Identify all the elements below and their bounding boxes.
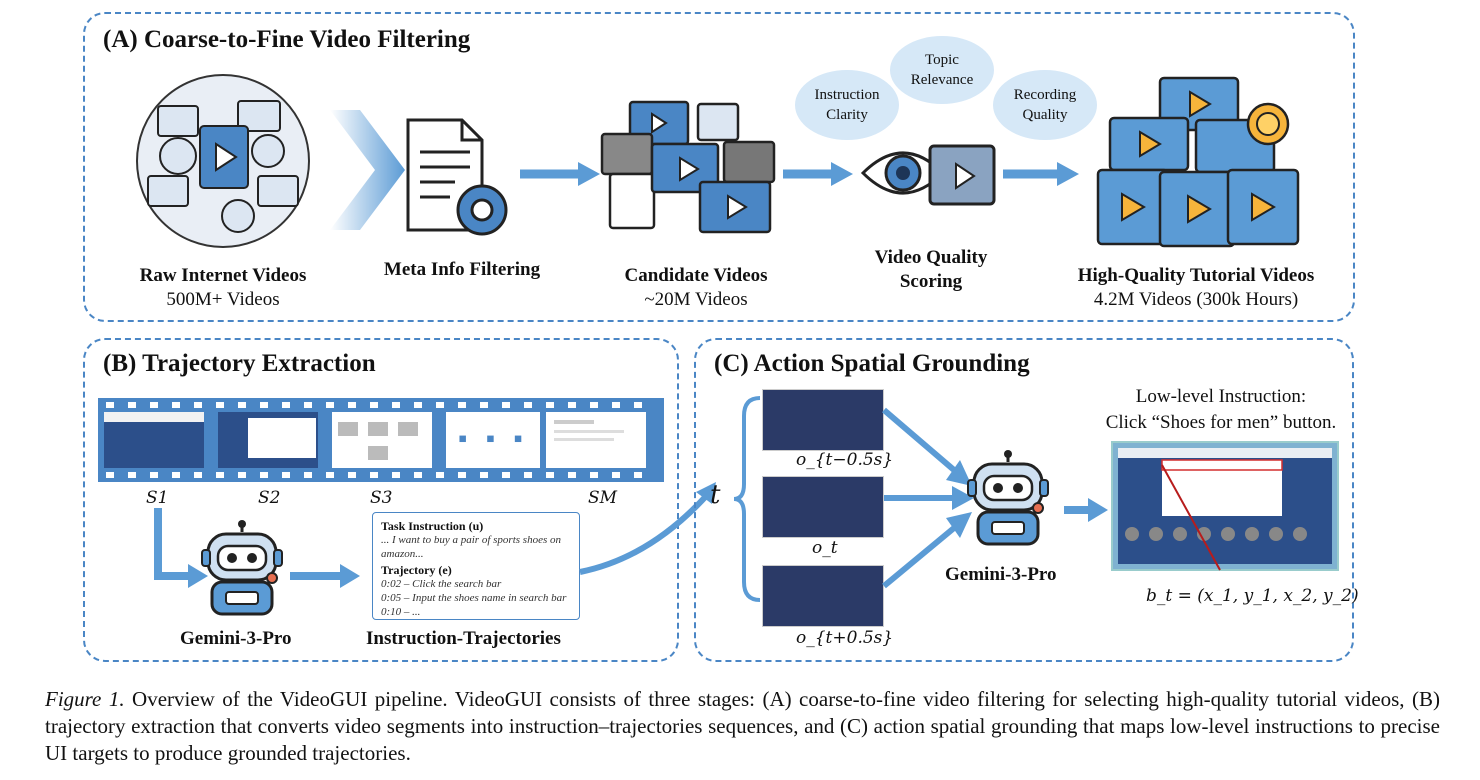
arrow-a3	[1003, 162, 1079, 186]
stage-hq-sub: 4.2M Videos (300k Hours)	[1093, 289, 1299, 310]
funnel-arrow-icon	[330, 110, 405, 230]
stage-raw-label: Raw Internet Videos 500M+ Videos	[118, 264, 328, 312]
stage-scoring-label: Video Quality Scoring	[846, 246, 1016, 294]
high-quality-videos-icon	[1096, 76, 1300, 248]
trajectory-document: Task Instruction (u) ... I want to buy a…	[372, 512, 580, 620]
output-label-b: Instruction-Trajectories	[366, 628, 561, 649]
arrow-b2	[290, 564, 360, 588]
panel-b-title: (B) Trajectory Extraction	[103, 350, 376, 377]
arrow-b1	[154, 508, 208, 588]
film-strip	[98, 398, 664, 482]
stage-scoring-name: Video Quality	[874, 247, 988, 268]
document-gear-icon	[406, 118, 508, 236]
task-instruction-text: ... I want to buy a pair of sports shoes…	[381, 534, 561, 560]
model-label-b: Gemini-3-Pro	[180, 628, 292, 649]
stage-candidate-label: Candidate Videos ~20M Videos	[596, 264, 796, 312]
arrow-a1	[520, 162, 600, 186]
frame-label-s1: S1	[146, 488, 169, 508]
stage-hq-label: High-Quality Tutorial Videos 4.2M Videos…	[1062, 264, 1330, 312]
arrows-to-robot-c	[882, 407, 974, 589]
instruction-box: Low-level Instruction: Click “Shoes for …	[1090, 384, 1352, 436]
t-label: t	[710, 480, 721, 510]
panel-c	[694, 338, 1354, 662]
stage-raw-name: Raw Internet Videos	[139, 265, 307, 286]
brace-icon	[733, 396, 761, 602]
panel-b	[83, 338, 679, 662]
stage-candidate-name: Candidate Videos	[624, 265, 768, 286]
obs-label-2: o_t	[812, 538, 838, 558]
bubble-recording-quality: Recording Quality	[993, 70, 1097, 140]
robot-icon-c	[967, 450, 1049, 546]
caption-fig-label: Figure 1.	[45, 687, 125, 711]
caption-text: Overview of the VideoGUI pipeline. Video…	[45, 687, 1440, 765]
trajectory-header: Trajectory (e)	[381, 563, 452, 577]
eye-scoring-icon	[860, 144, 996, 206]
panel-a-title: (A) Coarse-to-Fine Video Filtering	[103, 26, 471, 53]
obs-frame-2	[762, 476, 884, 538]
frame-label-s2: S2	[258, 488, 281, 508]
arrow-c-out	[1064, 498, 1108, 522]
stage-raw-sub: 500M+ Videos	[166, 289, 280, 310]
grounded-screenshot	[1111, 441, 1339, 571]
obs-frame-1	[762, 389, 884, 451]
panel-a	[83, 12, 1355, 322]
instruction-text: Click “Shoes for men” button.	[1105, 412, 1337, 433]
trajectory-line-2: 0:05 – Input the shoes name in search ba…	[381, 592, 567, 604]
obs-label-3: o_{t+0.5s}	[796, 628, 894, 648]
stage-meta-label: Meta Info Filtering	[362, 258, 562, 282]
frame-label-s3: S3	[370, 488, 393, 508]
arrow-a2	[783, 162, 853, 186]
task-instruction-header: Task Instruction (u)	[381, 519, 484, 533]
stage-meta-name: Meta Info Filtering	[383, 259, 541, 280]
stage-candidate-sub: ~20M Videos	[644, 289, 748, 310]
bbox-formula: b_t = (x_1, y_1, x_2, y_2)	[1146, 586, 1359, 606]
stage-hq-name: High-Quality Tutorial Videos	[1077, 265, 1315, 286]
robot-icon	[201, 520, 283, 616]
instruction-title: Low-level Instruction:	[1135, 386, 1307, 407]
model-label-c: Gemini-3-Pro	[945, 564, 1057, 585]
candidate-videos-icon	[600, 100, 776, 234]
raw-videos-cluster-icon	[136, 74, 310, 248]
panel-c-title: (C) Action Spatial Grounding	[714, 350, 1030, 377]
frame-label-sm: SM	[588, 488, 618, 508]
trajectory-line-3: 0:10 – ...	[381, 606, 421, 618]
trajectory-line-1: 0:02 – Click the search bar	[381, 578, 502, 590]
film-ellipsis: ▪ ▪ ▪	[458, 424, 529, 453]
figure-caption: Figure 1. Overview of the VideoGUI pipel…	[45, 686, 1440, 767]
stage-scoring-name2: Scoring	[899, 271, 963, 292]
obs-frame-3	[762, 565, 884, 627]
bubble-instruction-clarity: Instruction Clarity	[795, 70, 899, 140]
obs-label-1: o_{t−0.5s}	[796, 450, 894, 470]
bubble-topic-relevance: Topic Relevance	[890, 36, 994, 104]
